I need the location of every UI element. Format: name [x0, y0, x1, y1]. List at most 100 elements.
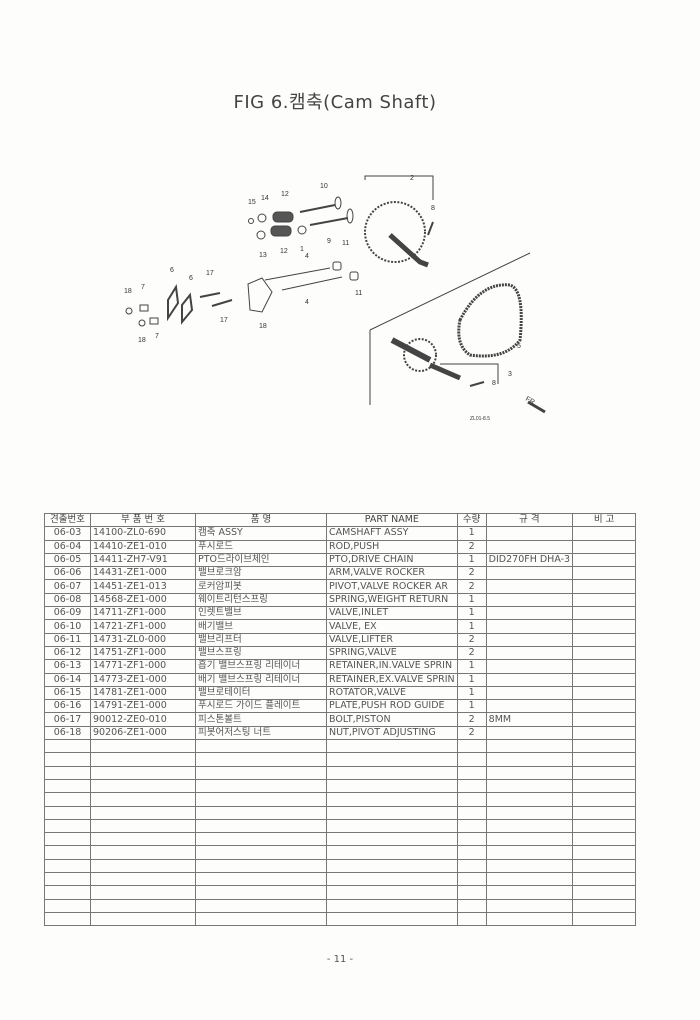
table-cell — [485, 579, 574, 594]
table-cell: BOLT,PISTON — [326, 712, 458, 727]
table-cell: 90012-ZE0-010 — [90, 712, 196, 727]
table-cell: 1 — [456, 699, 487, 714]
table-cell: 피스톤볼트 — [195, 712, 327, 727]
table-cell — [572, 539, 637, 554]
table-cell: 1 — [456, 672, 487, 687]
table-cell — [195, 911, 327, 927]
callout-8b: 8 — [492, 380, 496, 387]
table-cell — [195, 832, 327, 847]
table-cell — [326, 752, 458, 767]
table-cell: 14781-ZE1-000 — [90, 685, 196, 701]
table-cell: 1 — [456, 619, 487, 634]
table-cell — [572, 685, 637, 701]
callout-9: 9 — [327, 238, 331, 245]
table-cell — [456, 739, 487, 754]
table-cell: VALVE,INLET — [326, 606, 458, 621]
table-cell — [572, 645, 637, 661]
front-arrow-label: FR. — [524, 396, 537, 408]
table-cell — [326, 832, 458, 847]
callout-4: 4 — [305, 253, 309, 260]
table-cell: SPRING,WEIGHT RETURN — [326, 592, 458, 608]
table-cell: ROD,PUSH — [326, 539, 458, 554]
callout-17: 17 — [206, 270, 214, 277]
table-cell: 14431-ZE1-000 — [90, 566, 196, 581]
table-cell: 06-03 — [44, 526, 91, 541]
table-cell — [572, 725, 637, 741]
empty-row — [44, 898, 637, 913]
table-cell — [572, 552, 637, 568]
empty-row — [44, 805, 637, 820]
column-header: PART NAME — [326, 512, 458, 528]
table-cell — [44, 858, 91, 874]
diagram-code: ZL01-8.5 — [470, 416, 490, 422]
table-cell: 14451-ZE1-013 — [90, 579, 196, 594]
table-cell: VALVE,LIFTER — [326, 632, 458, 647]
table-cell: 밸브스프링 — [195, 645, 327, 661]
column-header: 견출번호 — [44, 512, 91, 528]
table-cell: 밸브리프터 — [195, 632, 327, 647]
table-cell: 14731-ZL0-000 — [90, 632, 196, 647]
table-cell: 2 — [456, 632, 487, 647]
empty-row — [44, 832, 637, 847]
table-cell: 14771-ZF1-000 — [90, 659, 196, 674]
table-cell: 14568-ZE1-000 — [90, 592, 196, 608]
callout-7b: 7 — [155, 333, 159, 340]
table-cell — [195, 739, 327, 754]
table-cell — [485, 818, 574, 834]
table-cell — [195, 805, 327, 820]
table-cell — [90, 739, 196, 754]
table-cell — [485, 699, 574, 714]
table-cell — [90, 872, 196, 887]
table-cell: 14411-ZH7-V91 — [90, 552, 196, 568]
table-cell — [90, 898, 196, 913]
table-cell — [485, 645, 574, 661]
table-cell — [485, 739, 574, 754]
empty-row — [44, 765, 637, 780]
table-cell — [456, 765, 487, 780]
table-cell — [572, 632, 637, 647]
table-cell — [44, 832, 91, 847]
table-cell: 1 — [456, 659, 487, 674]
table-cell — [485, 619, 574, 634]
table-cell: RETAINER,EX.VALVE SPRIN — [326, 672, 458, 687]
figure-title: FIG 6.캠축(Cam Shaft) — [233, 92, 437, 113]
table-cell: 2 — [456, 566, 487, 581]
callout-18: 18 — [259, 323, 267, 330]
table-cell — [195, 752, 327, 767]
table-cell — [485, 566, 574, 581]
table-cell — [485, 845, 574, 860]
table-cell — [44, 765, 91, 780]
table-cell: 06-05 — [44, 552, 91, 568]
table-cell — [485, 659, 574, 674]
column-header: 규 격 — [485, 512, 574, 528]
table-cell — [456, 872, 487, 887]
table-cell — [456, 818, 487, 834]
table-cell: 14410-ZE1-010 — [90, 539, 196, 554]
table-cell: 1 — [456, 685, 487, 701]
table-cell — [326, 911, 458, 927]
table-cell — [90, 805, 196, 820]
table-cell — [572, 898, 637, 913]
table-cell — [485, 685, 574, 701]
callout-8: 8 — [431, 205, 435, 212]
table-cell — [572, 885, 637, 900]
table-cell: 1 — [456, 526, 487, 541]
page-number: - 11 - — [326, 954, 354, 965]
table-cell — [572, 818, 637, 834]
table-cell — [572, 832, 637, 847]
table-cell — [44, 845, 91, 860]
table-cell — [44, 792, 91, 807]
table-cell: 배기 밸브스프링 리테이너 — [195, 672, 327, 687]
callout-7: 7 — [141, 284, 145, 291]
table-cell — [485, 792, 574, 807]
table-cell — [195, 792, 327, 807]
table-cell: 06-17 — [44, 712, 91, 727]
table-cell — [572, 606, 637, 621]
table-cell — [326, 805, 458, 820]
table-cell: 06-14 — [44, 672, 91, 687]
